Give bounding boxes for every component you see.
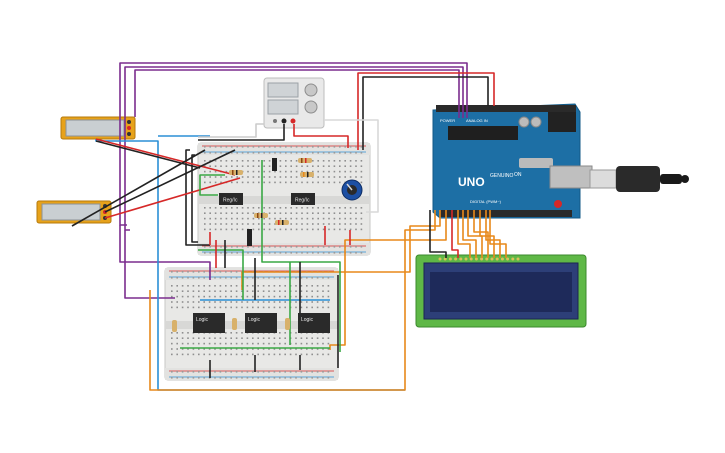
- lcd-display[interactable]: [415, 254, 587, 328]
- resistor-lower-1[interactable]: [172, 320, 177, 332]
- usb-cable: [589, 166, 689, 192]
- wires: [71, 62, 507, 391]
- resistor-upper-1[interactable]: [229, 170, 243, 175]
- multimeter-bottom[interactable]: [36, 200, 112, 224]
- relay-middle-label: Logic: [248, 317, 260, 323]
- upper-components: Reg/Ic Reg/Ic: [219, 158, 363, 246]
- relay-right-label: Logic: [301, 317, 313, 323]
- power-supply[interactable]: [263, 77, 325, 129]
- resistor-upper-2[interactable]: [298, 158, 312, 163]
- multimeter-top[interactable]: [60, 116, 136, 140]
- resistor-upper-4[interactable]: [254, 213, 268, 218]
- relay-left[interactable]: [193, 313, 225, 333]
- capacitor-upper-1[interactable]: [272, 158, 277, 171]
- arduino-analog-label: ANALOG IN: [466, 118, 488, 123]
- lcd-header-pins: [438, 257, 520, 261]
- resistor-lower-3[interactable]: [285, 318, 290, 330]
- arduino-digital-label: DIGITAL (PWM~): [470, 199, 502, 204]
- ic-chip-left[interactable]: [219, 193, 243, 205]
- arduino-power-label: POWER: [440, 118, 455, 123]
- arduino-model-label: UNO: [458, 175, 485, 189]
- breadboard-upper-holes: [204, 146, 363, 254]
- resistor-lower-2[interactable]: [232, 318, 237, 330]
- arduino-on-label: ON: [514, 172, 522, 178]
- relay-left-label: Logic: [196, 317, 208, 323]
- ic-chip-left-label: Reg/Ic: [223, 198, 238, 204]
- lower-components: Logic Logic Logic: [172, 313, 330, 333]
- relay-right[interactable]: [298, 313, 330, 333]
- arduino-brand-label: GENUINO: [490, 173, 513, 179]
- ic-chip-right-label: Reg/Ic: [295, 198, 310, 204]
- capacitor-upper-2[interactable]: [247, 229, 252, 246]
- resistor-upper-3[interactable]: [300, 172, 314, 177]
- ic-chip-right[interactable]: [291, 193, 315, 205]
- resistor-upper-5[interactable]: [275, 220, 289, 225]
- arduino-uno[interactable]: UNO GENUINO ON DIGITAL (PWM~) ANALOG IN …: [432, 103, 593, 219]
- relay-middle[interactable]: [245, 313, 277, 333]
